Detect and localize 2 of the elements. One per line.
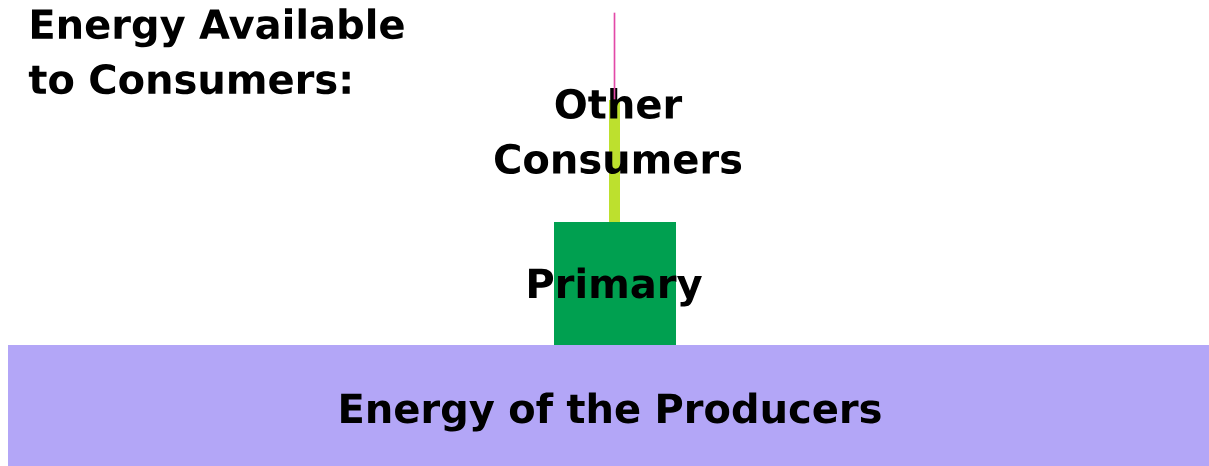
bar: Energy of the Producers [8,345,1209,466]
title: Energy Available to Consumers: [28,8,404,95]
